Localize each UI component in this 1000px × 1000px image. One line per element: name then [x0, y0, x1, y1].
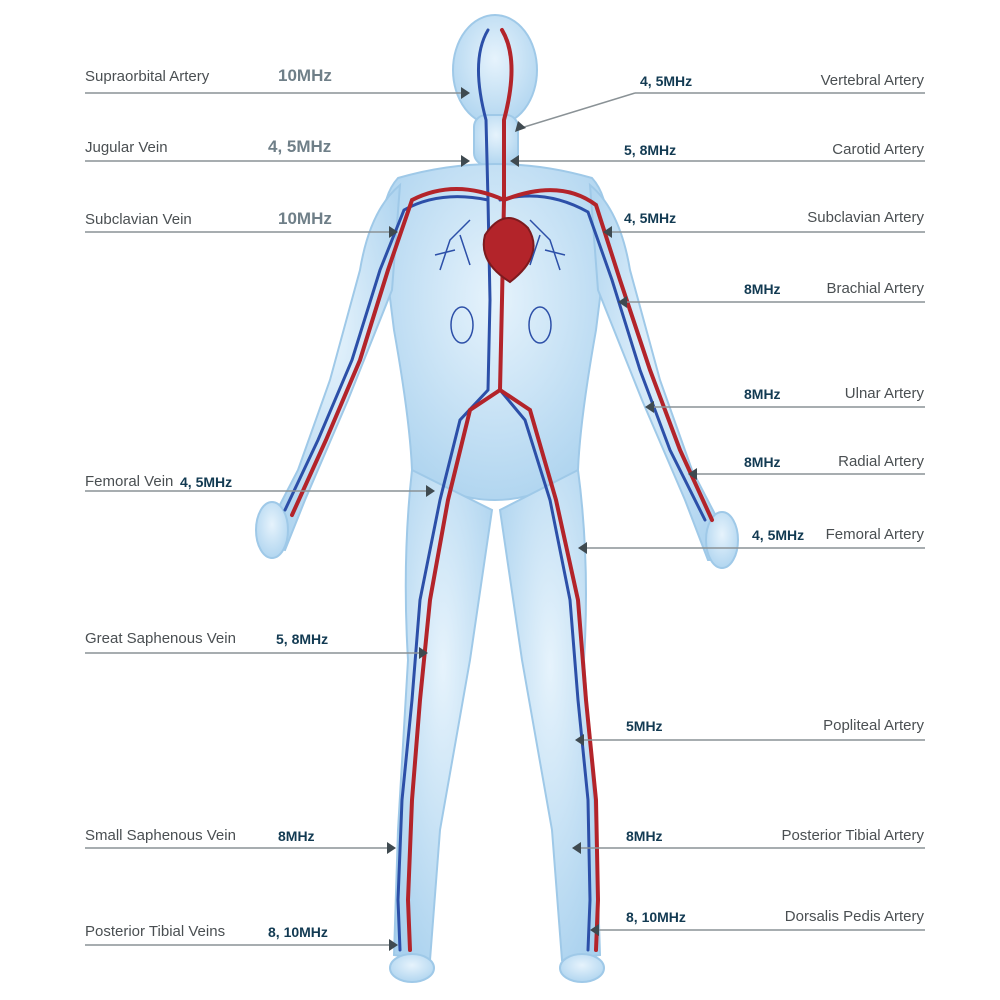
arrowhead-icon	[590, 924, 599, 936]
label-name: Subclavian Vein	[85, 211, 192, 228]
label-name: Posterior Tibial Artery	[781, 827, 924, 844]
label-frequency: 5, 8MHz	[276, 631, 329, 647]
label-frequency: 8MHz	[744, 281, 781, 297]
body-silhouette	[255, 14, 739, 983]
label-frequency: 5, 8MHz	[624, 142, 677, 158]
label-name: Popliteal Artery	[823, 717, 924, 734]
label-frequency: 4, 5MHz	[180, 474, 233, 490]
label-frequency: 8MHz	[744, 386, 781, 402]
arrowhead-icon	[515, 121, 526, 132]
arrowhead-icon	[510, 155, 519, 167]
label-frequency: 5MHz	[626, 718, 663, 734]
label-name: Vertebral Artery	[820, 72, 924, 89]
label-frequency: 8, 10MHz	[268, 924, 328, 940]
label-name: Jugular Vein	[85, 139, 168, 156]
arrowhead-icon	[419, 647, 428, 659]
arrowhead-icon	[426, 485, 435, 497]
label-name: Brachial Artery	[826, 280, 924, 297]
label-frequency: 4, 5MHz	[752, 527, 805, 543]
lungs	[434, 219, 566, 271]
leader-line	[520, 92, 636, 129]
heart	[482, 217, 535, 284]
arteries	[290, 28, 714, 952]
arrowhead-icon	[572, 842, 581, 854]
label-frequency: 4, 5MHz	[640, 73, 693, 89]
label-name: Supraorbital Artery	[85, 68, 210, 85]
label-name: Radial Artery	[838, 453, 924, 470]
arrowhead-icon	[645, 401, 654, 413]
label-frequency: 10MHz	[278, 209, 332, 228]
label-frequency: 8MHz	[744, 454, 781, 470]
label-name: Great Saphenous Vein	[85, 630, 236, 647]
label-name: Carotid Artery	[832, 141, 924, 158]
label-name: Femoral Vein	[85, 473, 174, 490]
arrowhead-icon	[389, 226, 398, 238]
arrowhead-icon	[575, 734, 584, 746]
arrowhead-icon	[387, 842, 396, 854]
kidneys	[450, 306, 552, 344]
arrowhead-icon	[603, 226, 612, 238]
label-name: Subclavian Artery	[807, 209, 924, 226]
arrowhead-icon	[461, 87, 470, 99]
label-name: Small Saphenous Vein	[85, 827, 236, 844]
label-name: Femoral Artery	[825, 526, 924, 543]
arrowhead-icon	[389, 939, 398, 951]
arrowhead-icon	[461, 155, 470, 167]
label-frequency: 8, 10MHz	[626, 909, 686, 925]
label-name: Ulnar Artery	[844, 385, 924, 402]
label-frequency: 8MHz	[278, 828, 315, 844]
arrowhead-icon	[688, 468, 697, 480]
label-name: Dorsalis Pedis Artery	[784, 908, 924, 925]
label-frequency: 4, 5MHz	[624, 210, 677, 226]
arrowhead-icon	[618, 296, 627, 308]
label-frequency: 4, 5MHz	[268, 137, 332, 156]
label-frequency: 10MHz	[278, 66, 332, 85]
leader-arrows	[387, 87, 697, 951]
label-name: Posterior Tibial Veins	[85, 923, 226, 940]
arrowhead-icon	[578, 542, 587, 554]
label-frequency: 8MHz	[626, 828, 663, 844]
leader-lines	[85, 92, 925, 946]
